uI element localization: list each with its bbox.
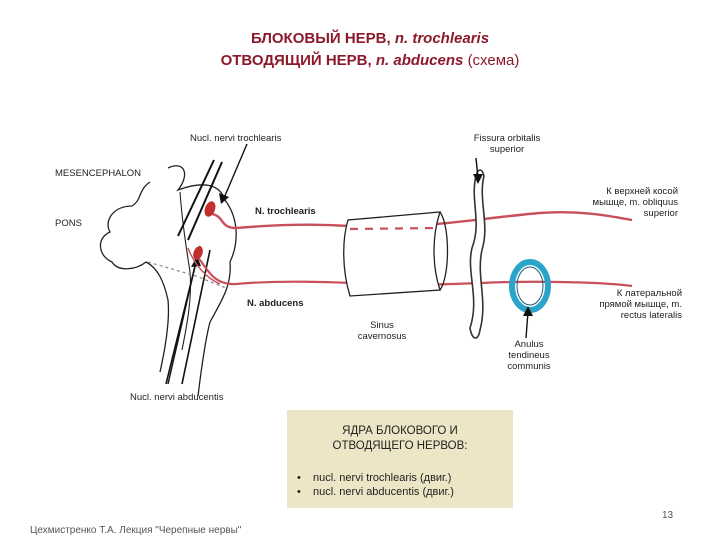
pointer-anulus-arrowhead [523,306,533,316]
legend-title-line1: ЯДРА БЛОКОВОГО И [342,425,458,437]
trochlear-nucleus [204,201,216,217]
label-to-oblique-muscle: К верхней косой мышце, m. obliquus super… [560,186,678,219]
legend-item-text: nucl. nervi abducentis (двиг.) [313,486,454,498]
label-anulus-tendineus: Anulus tendineus communis [496,339,562,372]
label-nucl-trochlearis: Nucl. nervi trochlearis [190,133,282,144]
label-pons: PONS [55,218,82,229]
label-fissura-line2: superior [489,144,525,155]
label-sinus-cavernosus: Sinus cavernosus [346,320,418,342]
label-to-rectus-line3: rectus lateralis [620,310,682,321]
label-fissura-line1: Fissura orbitalis [473,133,541,144]
legend-bullet: • [297,472,301,484]
label-n-abducens: N. abducens [247,298,304,309]
brainstem-outline-right [167,165,237,397]
brainstem-outline [99,181,170,373]
brainstem-midline [179,191,192,351]
legend-box: ЯДРА БЛОКОВОГО И ОТВОДЯЩЕГО НЕРВОВ: • nuc… [287,410,513,508]
aqueduct-line-1 [177,159,215,237]
superior-orbital-fissure [469,169,486,339]
label-mesencephalon: MESENCEPHALON [55,168,142,179]
page-number: 13 [662,510,674,521]
legend-item: • nucl. nervi abducentis (двиг.) [297,486,454,498]
legend-title-line2: ОТВОДЯЩЕГО НЕРВОВ: [332,440,468,452]
legend-title: ЯДРА БЛОКОВОГО И ОТВОДЯЩЕГО НЕРВОВ: [287,424,513,454]
title-abducens-ru: ОТВОДЯЩИЙ НЕРВ, [220,52,372,69]
label-fissura-orbitalis: Fissura orbitalis superior [452,133,562,155]
pointer-anulus [525,311,529,339]
legend-bullet: • [297,486,301,498]
abducens-nucleus [193,246,203,260]
title-abducens-lat: n. abducens [375,52,464,69]
abducens-inner-connection [187,247,221,285]
title-line-1: БЛОКОВЫЙ НЕРВ, n. trochlearis [10,30,720,47]
label-anulus-line2: tendineus [508,350,550,361]
title-note: (схема) [467,52,520,69]
title-trochlear-lat: n. trochlearis [394,30,490,47]
abducens-intra-pontine-dashed [147,261,227,289]
label-sinus-line1: Sinus [370,320,394,331]
pointer-trochlear-arrowhead [219,193,229,204]
label-n-trochlearis: N. trochlearis [255,206,316,217]
anulus-tendineus-inner [516,266,544,306]
pointer-trochlear-nucleus [223,143,248,199]
aqueduct-line-2 [187,161,223,241]
pointer-abducens-arrowhead [191,256,201,267]
footer-credit: Цехмистренко Т.А. Лекция "Черепные нервы… [30,525,242,536]
pointer-fissura-arrowhead [473,174,483,184]
title-line-2: ОТВОДЯЩИЙ НЕРВ, n. abducens (схема) [10,52,720,69]
label-to-oblique-line2: мышце, m. obliquus [592,197,678,208]
title-trochlear-ru: БЛОКОВЫЙ НЕРВ, [250,30,391,47]
label-to-oblique-line1: К верхней косой [606,186,678,197]
pointer-abducens-nucleus [167,261,197,385]
aqueduct-line-4 [181,249,211,385]
label-sinus-line2: cavernosus [357,331,407,342]
cavernous-sinus-end [439,211,449,291]
label-to-rectus-muscle: К латеральной прямой мышце, m. rectus la… [560,288,682,321]
label-to-rectus-line2: прямой мышце, m. [599,299,682,310]
cavernous-sinus [343,211,441,297]
label-anulus-line1: Anulus [514,339,544,350]
legend-item-text: nucl. nervi trochlearis (двиг.) [313,472,452,484]
label-nucl-abducentis: Nucl. nervi abducentis [130,392,224,403]
legend-item: • nucl. nervi trochlearis (двиг.) [297,472,451,484]
label-to-oblique-line3: superior [643,208,678,219]
label-anulus-line3: communis [507,361,551,372]
label-to-rectus-line1: К латеральной [616,288,682,299]
